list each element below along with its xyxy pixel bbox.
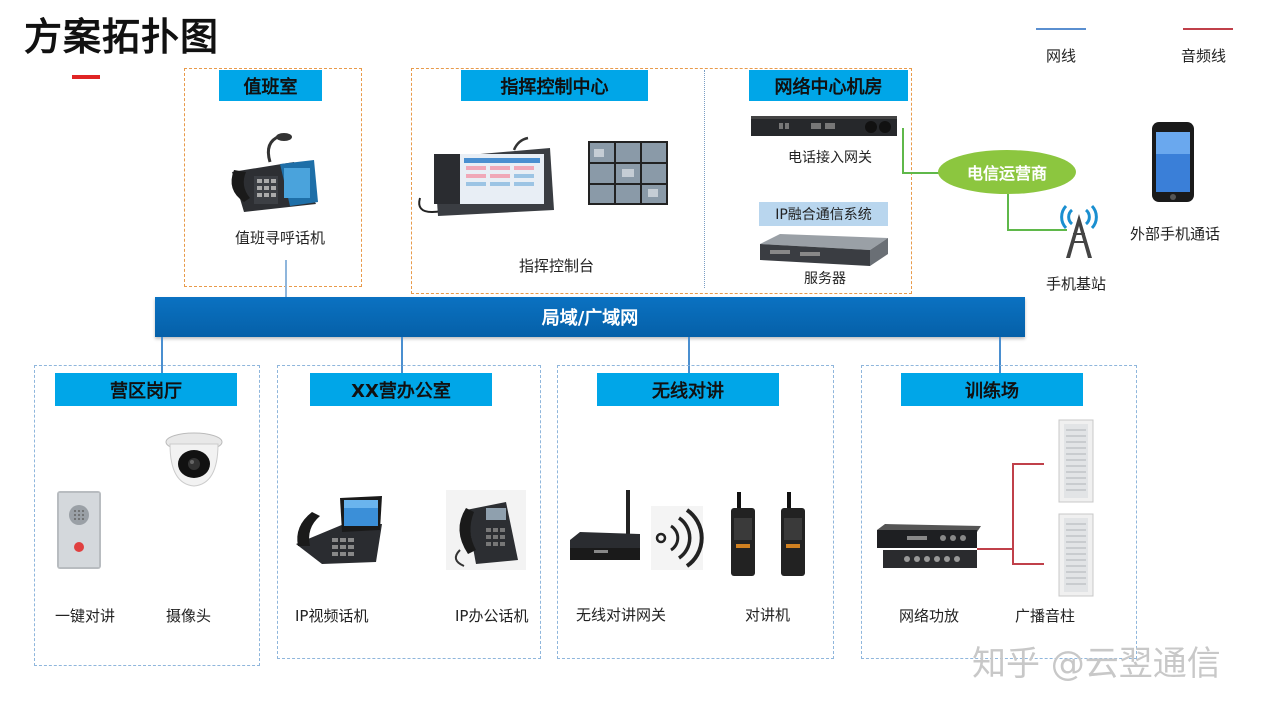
ip-video-phone-icon: [292, 494, 384, 570]
zone-header-command-center: 指挥控制中心: [461, 70, 648, 101]
caption-camera: 摄像头: [166, 607, 212, 625]
server-icon: [760, 234, 888, 272]
zone-training: [861, 365, 1137, 659]
zone-header-training: 训练场: [901, 373, 1083, 406]
link-lan-training: [999, 337, 1001, 373]
column-speaker-icon-bottom: [1058, 513, 1094, 600]
link-gateway-carrier-h: [902, 172, 940, 174]
title-underline: [72, 75, 100, 79]
legend-label-audio: 音频线: [1181, 47, 1227, 65]
zone-header-duty-room: 值班室: [219, 70, 322, 101]
carrier-node: 电信运营商: [938, 150, 1076, 194]
caption-paging-phone: 值班寻呼话机: [235, 229, 326, 247]
link-gateway-carrier-v: [902, 128, 904, 173]
legend-line-network: [1036, 28, 1086, 30]
caption-server: 服务器: [804, 271, 846, 287]
legend-label-network: 网线: [1046, 47, 1077, 65]
zone-header-network-room: 网络中心机房: [749, 70, 908, 101]
caption-base-station: 手机基站: [1046, 275, 1107, 293]
audio-link-trunk-v: [1012, 463, 1014, 564]
audio-link-amp-h: [977, 548, 1013, 550]
zone-header-camp-post: 营区岗厅: [55, 373, 237, 406]
command-console-icon: [414, 136, 554, 222]
caption-wireless-gateway: 无线对讲网关: [576, 606, 667, 624]
link-lan-camp-post: [161, 337, 163, 373]
dome-camera-icon: [164, 432, 224, 492]
intercom-panel-icon: [57, 491, 101, 573]
base-station-icon: [1056, 198, 1102, 264]
zone-header-wireless: 无线对讲: [597, 373, 779, 406]
wireless-gateway-icon: [568, 490, 642, 570]
zone-header-xx-office: XX营办公室: [310, 373, 492, 406]
audio-link-speaker-bottom: [1012, 563, 1044, 565]
mobile-phone-icon: [1152, 122, 1194, 206]
caption-intercom: 一键对讲: [55, 607, 116, 625]
zone-xx-office: [277, 365, 541, 659]
radio-waves-icon: [651, 506, 704, 574]
caption-ip-video-phone: IP视频话机: [295, 607, 369, 625]
audio-link-speaker-top: [1012, 463, 1044, 465]
caption-ip-office-phone: IP办公话机: [455, 607, 529, 625]
walkie-talkie-icon: [727, 492, 809, 582]
zone-camp-post: [34, 365, 260, 666]
caption-amplifier: 网络功放: [899, 607, 960, 625]
link-duty-room-lan: [285, 260, 287, 297]
video-wall-icon: [588, 141, 668, 209]
lan-wan-backbone: 局域/广域网: [155, 297, 1025, 337]
network-amplifier-icon: [877, 524, 981, 574]
page-title: 方案拓扑图: [24, 15, 220, 59]
watermark: 知乎 @云翌通信: [972, 644, 1221, 684]
caption-gateway: 电话接入网关: [788, 150, 872, 166]
zone-divider: [704, 70, 705, 288]
sublabel-ip-system: IP融合通信系统: [759, 202, 888, 226]
gateway-rack-icon: [751, 116, 897, 142]
caption-column-speaker: 广播音柱: [1015, 607, 1076, 625]
zone-duty-room: [184, 68, 362, 287]
zone-command-network: [411, 68, 912, 294]
caption-mobile-phone: 外部手机通话: [1130, 225, 1221, 243]
zone-wireless: [557, 365, 834, 659]
caption-walkie-talkie: 对讲机: [745, 606, 791, 624]
link-carrier-station-v: [1007, 194, 1009, 230]
link-lan-xx-office: [401, 337, 403, 373]
legend-line-audio: [1183, 28, 1233, 30]
caption-command-console: 指挥控制台: [519, 257, 595, 275]
ip-office-phone-icon: [446, 490, 526, 574]
column-speaker-icon-top: [1058, 419, 1094, 506]
link-lan-wireless: [688, 337, 690, 373]
link-carrier-station-h: [1007, 229, 1067, 231]
paging-phone-icon: [224, 132, 322, 218]
